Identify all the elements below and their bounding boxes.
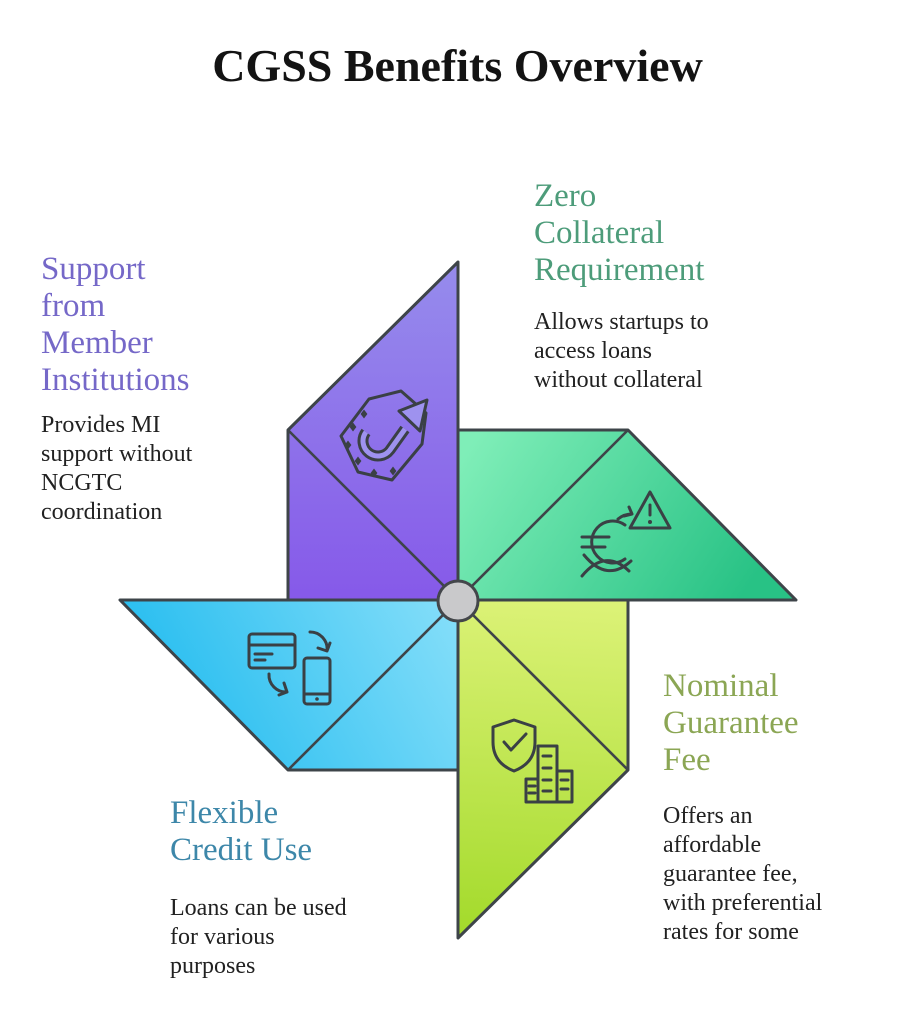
heading-zero-collateral-requirement: Zero Collateral Requirement [534,178,705,288]
fold-line-green [457,429,629,601]
body-nominal-guarantee-fee: Offers an affordable guarantee fee, with… [663,803,823,945]
heading-support-from-member-institutions: Support from Member Institutions [41,251,190,398]
blade-flexible-credit-blue [118,598,460,772]
shield-check-building-icon [491,718,574,804]
body-zero-collateral-requirement: Allows startups to access loans without … [534,309,709,393]
body-support-from-member-institutions: Provides MI support without NCGTC coordi… [41,412,193,525]
euro-warning-icon [580,490,672,578]
card-phone-transfer-icon [247,630,332,706]
body-flexible-credit-use: Loans can be used for various purposes [170,895,347,979]
pinwheel-hub [436,579,480,623]
fold-line-purple [287,429,459,601]
fold-line-blue [287,599,459,771]
page-title: CGSS Benefits Overview [212,40,703,91]
fold-line-yellow [457,599,629,771]
heading-nominal-guarantee-fee: Nominal Guarantee Fee [663,668,799,778]
blade-support-purple [286,260,460,602]
heading-flexible-credit-use: Flexible Credit Use [170,795,313,868]
